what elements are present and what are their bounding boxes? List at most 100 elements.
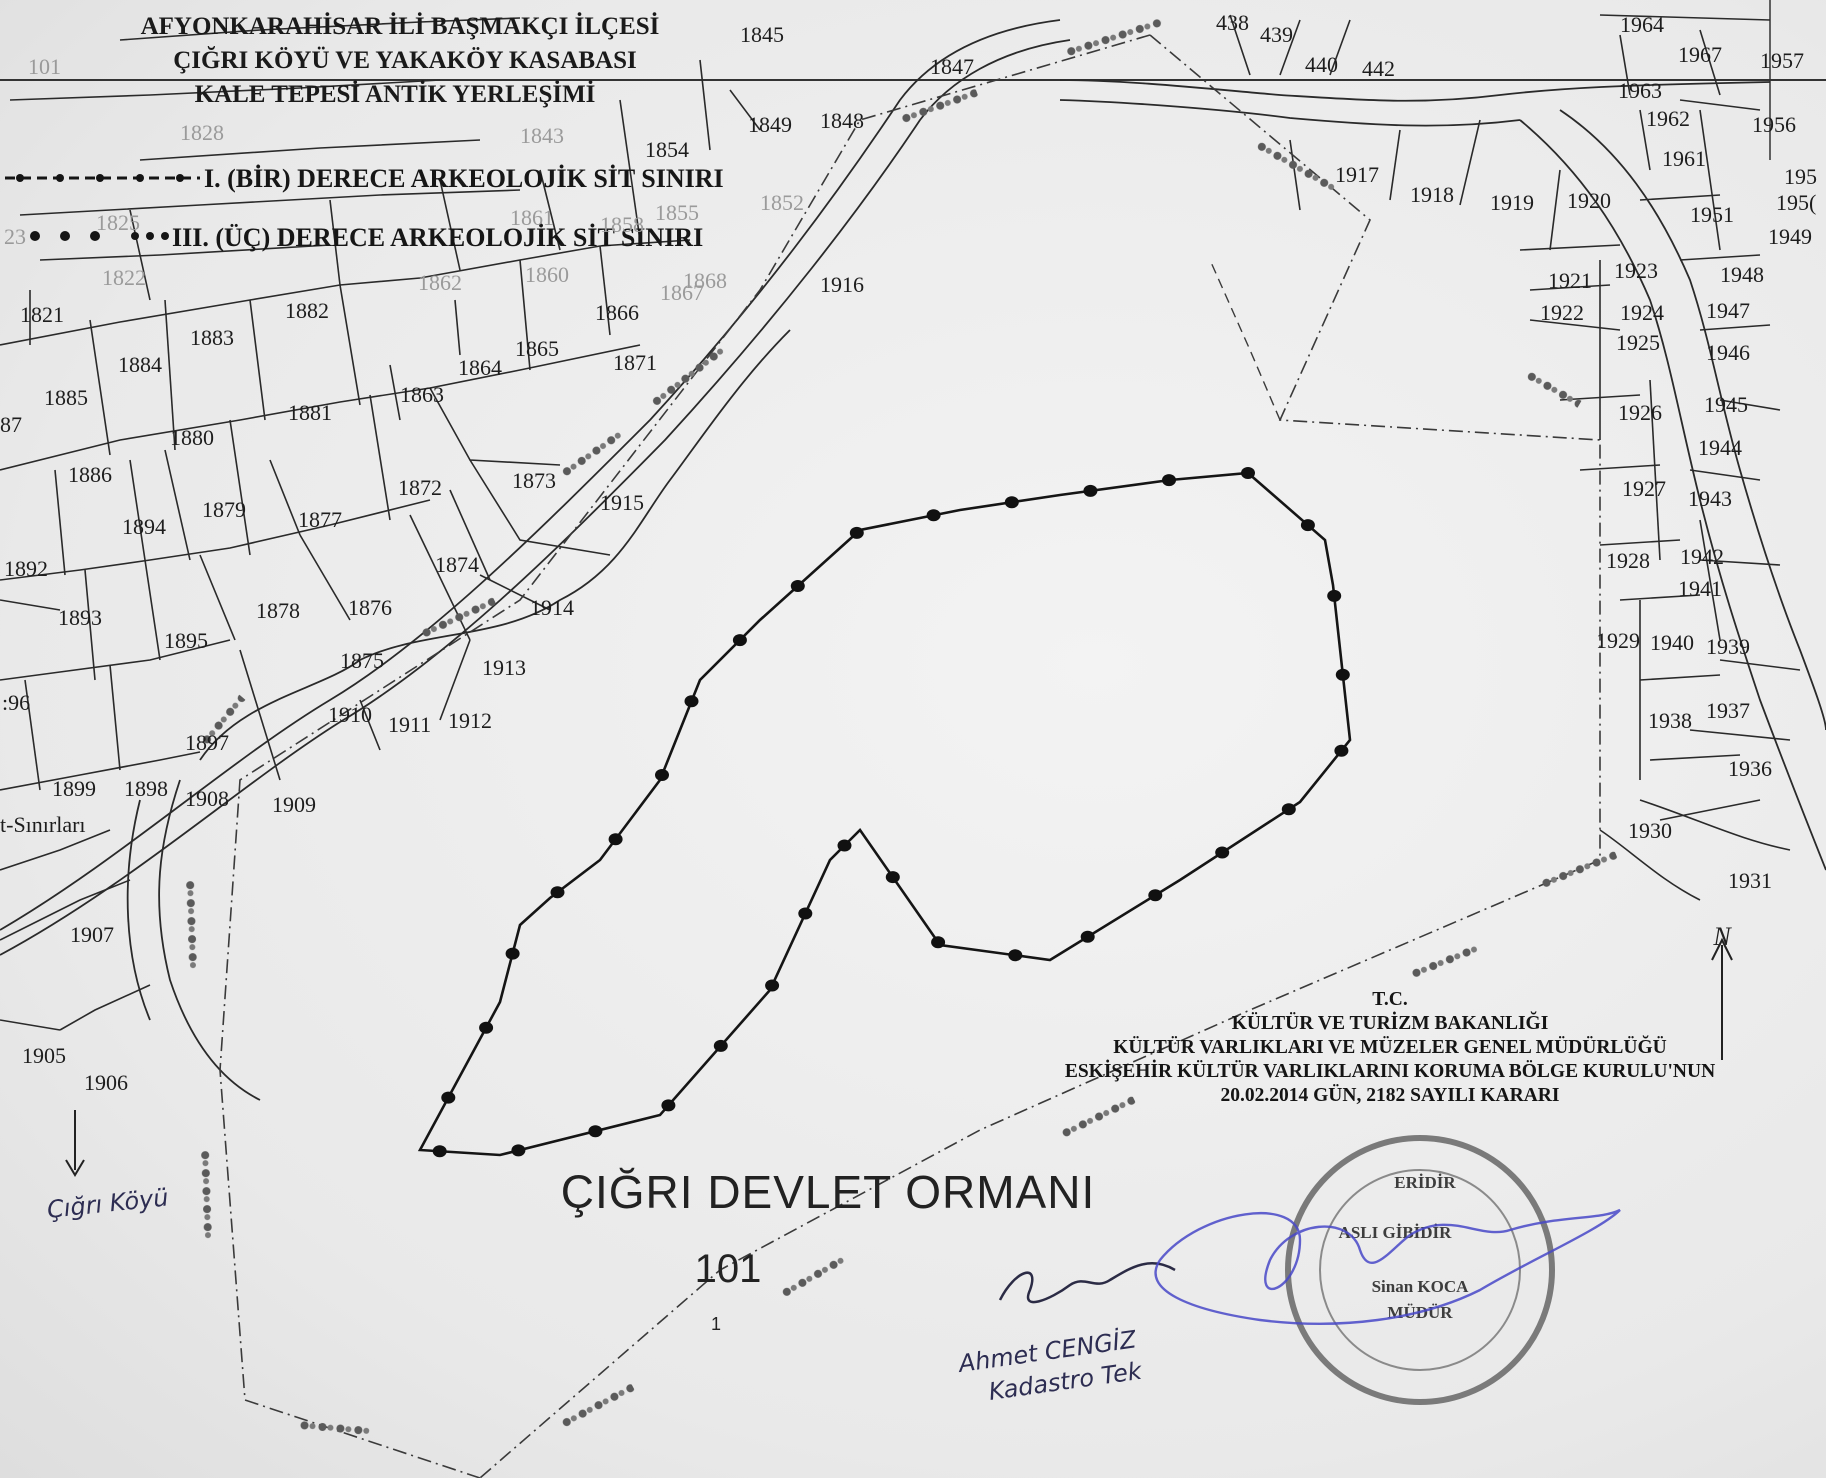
boundary-marker-dot (661, 1099, 676, 1112)
boundary-marker-dot (1162, 474, 1176, 487)
parcel-1911: 1911 (388, 712, 431, 737)
decision-line-2: KÜLTÜR VE TURİZM BAKANLIĞI (1231, 1013, 1549, 1034)
boundary-marker-dot (926, 509, 941, 522)
boundary-marker-dot (798, 907, 813, 920)
boundary-marker-dot (588, 1125, 603, 1138)
parcel-1907: 1907 (70, 922, 114, 947)
forest-edge-line (1209, 259, 1281, 421)
parcel-1855: 1855 (655, 200, 699, 225)
boundary-marker-dot (1148, 889, 1163, 902)
parcel-1961: 1961 (1662, 146, 1706, 171)
parcel-440: 440 (1305, 52, 1338, 77)
parcel-1865: 1865 (515, 336, 559, 361)
parcel-1825: 1825 (96, 210, 140, 235)
parcel-1908: 1908 (185, 786, 229, 811)
signature: Ahmet CENGİZ Kadastro Tek (955, 1262, 1176, 1406)
legend-dot (60, 231, 70, 241)
forest-label: ÇIĞRI DEVLET ORMANI (561, 1166, 1095, 1218)
parcel-1930: 1930 (1628, 818, 1672, 843)
page-marker: 1 (711, 1314, 721, 1334)
parcel-1892: 1892 (4, 556, 48, 581)
decision-line-3: KÜLTÜR VARLIKLARI VE MÜZELER GENEL MÜDÜR… (1113, 1037, 1667, 1058)
legend-dot (30, 231, 40, 241)
parcel-1874: 1874 (435, 552, 479, 577)
parcel-1863: 1863 (400, 382, 444, 407)
parcel-1939: 1939 (1706, 634, 1750, 659)
parcel-1886: 1886 (68, 462, 112, 487)
parcel-1821: 1821 (20, 302, 64, 327)
parcel-1873: 1873 (512, 468, 556, 493)
parcel-1947: 1947 (1706, 298, 1750, 323)
parcel-labels: 1821 1822 1825 1828 1843 1845 1847 1848 … (0, 10, 1817, 1095)
seal-line-1: ERİDİR (1394, 1173, 1456, 1192)
boundary-markers (432, 467, 1350, 1158)
parcel-1950: 195( (1776, 190, 1816, 215)
parcel-1942: 1942 (1680, 544, 1724, 569)
official-seal: ERİDİR ASLI GİBİDİR Sinan KOCA MÜDÜR (1154, 1135, 1621, 1405)
parcel-1875: 1875 (340, 648, 384, 673)
title-line-3: KALE TEPESİ ANTİK YERLEŞİMİ (195, 80, 596, 108)
parcel-lines-east (1229, 14, 1801, 901)
boundary-marker-dot (1080, 930, 1095, 943)
parcel-1883: 1883 (190, 325, 234, 350)
seal-outer-ring (1285, 1135, 1555, 1405)
parcel-1848: 1848 (820, 108, 864, 133)
corner-number: 101 (28, 54, 61, 79)
boundary-marker-dot (441, 1091, 456, 1104)
parcel-1944: 1944 (1698, 435, 1742, 460)
parcel-1898: 1898 (124, 776, 168, 801)
village-arrow-label: Çığrı Köyü (46, 1183, 170, 1224)
parcel-1879: 1879 (202, 497, 246, 522)
parcel-1921: 1921 (1548, 268, 1592, 293)
legend-dot (56, 174, 64, 182)
parcel-442: 442 (1362, 56, 1395, 81)
parcel-1864: 1864 (458, 355, 502, 380)
parcel-96: :96 (2, 690, 30, 715)
legend-dot (16, 174, 24, 182)
parcel-1957: 1957 (1760, 48, 1804, 73)
parcel-1918: 1918 (1410, 182, 1454, 207)
parcel-1897: 1897 (185, 730, 229, 755)
parcel-1925: 1925 (1616, 330, 1660, 355)
parcel-439: 439 (1260, 22, 1293, 47)
legend-third-degree-label: III. (ÜÇ) DERECE ARKEOLOJİK SİT SINIRI (172, 223, 703, 252)
legend-dot (131, 232, 139, 240)
boundary-marker-dot (1300, 519, 1315, 532)
boundary-marker-dot (885, 871, 900, 884)
parcel-1951: 1951 (1690, 202, 1734, 227)
parcel-1915: 1915 (600, 490, 644, 515)
legend-dot (136, 174, 144, 182)
boundary-marker-dot (765, 979, 780, 992)
parcel-1872: 1872 (398, 475, 442, 500)
boundary-marker-dot (849, 526, 864, 539)
boundary-marker-dot (1335, 668, 1350, 681)
boundary-marker-dot (608, 833, 623, 846)
boundary-marker-dot (931, 936, 946, 949)
parcel-1843: 1843 (520, 123, 564, 148)
parcel-1909: 1909 (272, 792, 316, 817)
parcel-1916: 1916 (820, 272, 864, 297)
parcel-1871: 1871 (613, 350, 657, 375)
parcel-1917: 1917 (1335, 162, 1379, 187)
boundary-marker-dot (1334, 744, 1349, 757)
parcel-1941: 1941 (1678, 576, 1722, 601)
boundary-marker-dot (1004, 496, 1019, 509)
parcel-1895: 1895 (164, 628, 208, 653)
parcel-1946: 1946 (1706, 340, 1750, 365)
parcel-1866: 1866 (595, 300, 639, 325)
parcel-1927: 1927 (1622, 476, 1666, 501)
parcel-1945: 1945 (1704, 392, 1748, 417)
boundary-marker-dot (1083, 484, 1098, 497)
north-arrow: N (1711, 922, 1733, 1060)
parcel-1962: 1962 (1646, 106, 1690, 131)
parcel-1822: 1822 (102, 265, 146, 290)
parcel-1964: 1964 (1620, 12, 1664, 37)
parcel-1845: 1845 (740, 22, 784, 47)
title-line-2: ÇIĞRI KÖYÜ VE YAKAKÖY KASABASI (173, 45, 637, 74)
parcel-438: 438 (1216, 10, 1249, 35)
parcel-1868: 1868 (683, 268, 727, 293)
boundary-marker-dot (684, 695, 699, 708)
parcel-1924: 1924 (1620, 300, 1664, 325)
decision-line-5: 20.02.2014 GÜN, 2182 SAYILI KARARI (1220, 1085, 1560, 1106)
